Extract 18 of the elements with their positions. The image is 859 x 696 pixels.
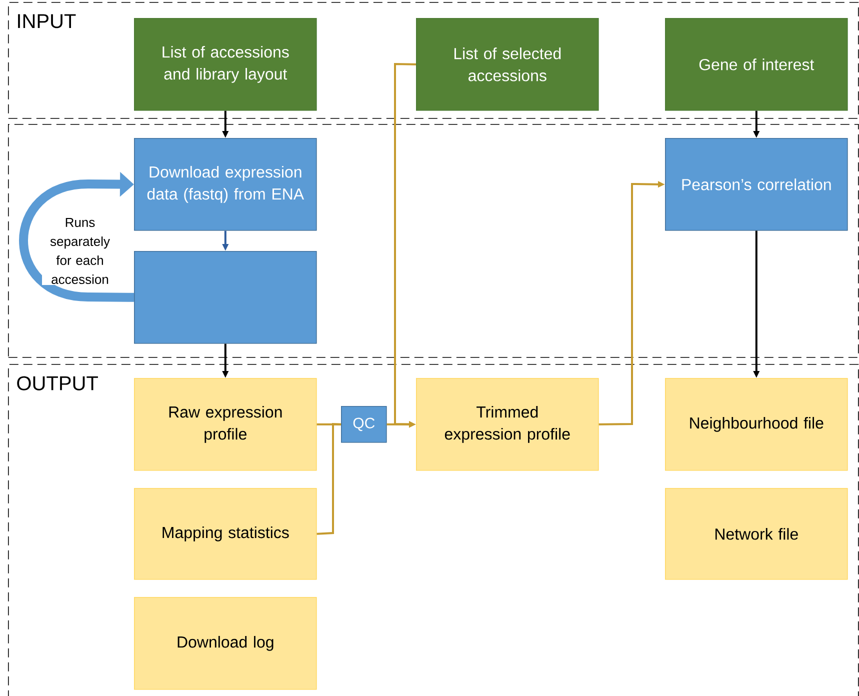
connector-line (316, 423, 341, 426)
process-box: Pearson’s correlation (665, 138, 848, 231)
output-box: Neighbourhood file (665, 378, 848, 471)
edge-label: Runs separately for each accession (42, 216, 118, 286)
output-box: Network file (665, 488, 848, 580)
loop-arrow (19, 172, 134, 302)
connector-line (316, 422, 342, 535)
input-box: List of selected accessions (416, 18, 599, 111)
process-box (134, 251, 317, 344)
output-box: Raw expression profile (134, 378, 317, 471)
dashed-section (8, 124, 859, 358)
output-box: Mapping statistics (134, 488, 317, 580)
input-box: Gene of interest (665, 18, 848, 111)
output-box: Download log (134, 597, 317, 690)
output-box: Trimmed expression profile (416, 378, 599, 471)
input-box: List of accessions and library layout (134, 18, 317, 111)
process-box: QC (341, 406, 387, 443)
process-box: Download expression data (fastq) from ENA (134, 138, 317, 231)
